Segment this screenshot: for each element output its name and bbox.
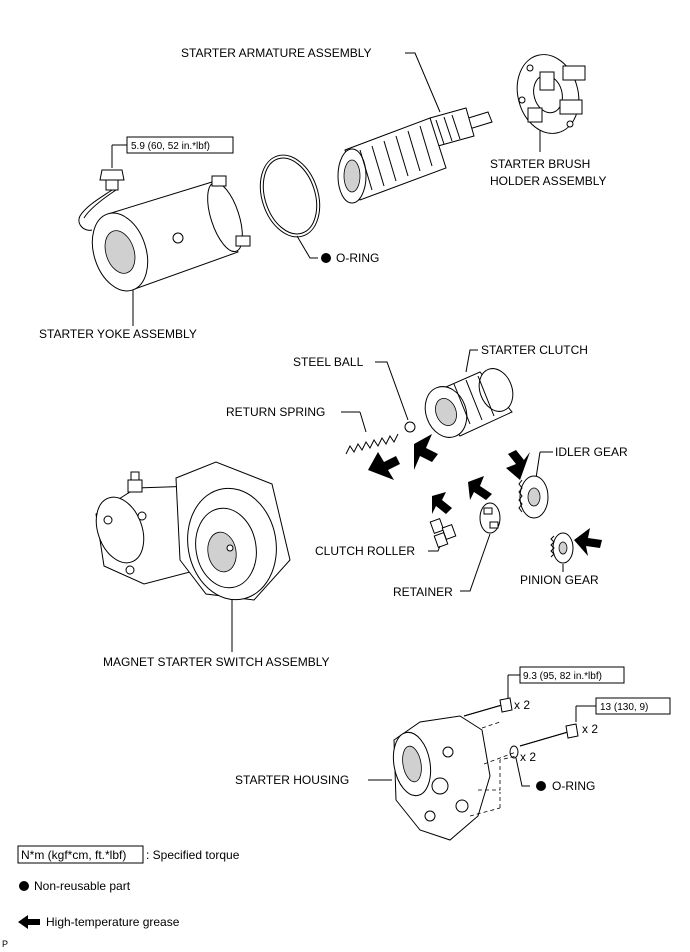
clutch-roller-label: CLUTCH ROLLER <box>315 544 415 558</box>
grease-arrow-steel-ball <box>414 434 438 470</box>
starter-housing: 9.3 (95, 82 in.*lbf) x 2 13 (130, 9) x 2… <box>235 666 671 841</box>
starter-armature-assembly: STARTER ARMATURE ASSEMBLY <box>181 46 493 204</box>
idler-gear-label: IDLER GEAR <box>555 445 628 459</box>
idler-gear: IDLER GEAR <box>506 445 628 519</box>
qty-right-bolt: x 2 <box>582 722 598 736</box>
grease-arrow-clutch-roller <box>432 492 452 514</box>
yoke-label: STARTER YOKE ASSEMBLY <box>39 327 197 341</box>
grease-arrow-pinion-gear <box>574 528 602 556</box>
torque-housing-bolt-upper: 9.3 (95, 82 in.*lbf) <box>523 671 602 682</box>
return-spring: RETURN SPRING <box>226 405 400 480</box>
starter-clutch-label: STARTER CLUTCH <box>481 343 588 357</box>
legend-torque-text: : Specified torque <box>146 848 240 862</box>
return-spring-label: RETURN SPRING <box>226 405 325 419</box>
torque-yoke-nut: 5.9 (60, 52 in.*lbf) <box>131 141 210 152</box>
qty-o-ring: x 2 <box>520 750 536 764</box>
grease-arrow-retainer <box>468 476 492 500</box>
legend-non-reusable-dot <box>19 881 29 891</box>
torque-housing-bolt-right: 13 (130, 9) <box>600 702 648 713</box>
legend-grease-arrow <box>18 915 40 929</box>
armature-label: STARTER ARMATURE ASSEMBLY <box>181 46 372 60</box>
grease-arrow-return-spring <box>368 452 400 480</box>
steel-ball: STEEL BALL <box>293 355 438 470</box>
pinion-gear-label: PINION GEAR <box>520 573 599 587</box>
starter-clutch: STARTER CLUTCH <box>424 343 588 438</box>
starter-brush-holder-assembly: STARTER BRUSH HOLDER ASSEMBLY <box>490 54 606 188</box>
magnet-switch-label: MAGNET STARTER SWITCH ASSEMBLY <box>103 655 329 669</box>
non-reusable-mark-o-ring-bottom <box>536 781 546 791</box>
brush-holder-label-1: STARTER BRUSH <box>490 157 590 171</box>
o-ring-bottom-label: O-RING <box>552 779 595 793</box>
grease-arrow-idler-gear <box>506 450 530 480</box>
legend-torque-box: N*m (kgf*cm, ft.*lbf) <box>21 848 126 862</box>
qty-upper-bolt: x 2 <box>514 698 530 712</box>
o-ring-top-label: O-RING <box>336 251 379 265</box>
starter-housing-label: STARTER HOUSING <box>235 773 349 787</box>
brush-holder-label-2: HOLDER ASSEMBLY <box>490 174 606 188</box>
non-reusable-mark-o-ring-top <box>321 253 331 263</box>
retainer-label: RETAINER <box>393 585 453 599</box>
starter-yoke-assembly: 5.9 (60, 52 in.*lbf) STARTER YOKE ASSEMB… <box>39 136 251 341</box>
steel-ball-label: STEEL BALL <box>293 355 364 369</box>
legend: N*m (kgf*cm, ft.*lbf) : Specified torque… <box>2 845 240 949</box>
legend-grease: High-temperature grease <box>46 915 180 929</box>
pinion-gear: PINION GEAR <box>520 528 602 587</box>
magnet-starter-switch-assembly: MAGNET STARTER SWITCH ASSEMBLY <box>95 461 329 669</box>
corner-mark: P <box>2 939 8 949</box>
clutch-roller: CLUTCH ROLLER <box>315 492 457 558</box>
o-ring-top: O-RING <box>259 154 379 265</box>
retainer: RETAINER <box>393 476 501 599</box>
legend-non-reusable: Non-reusable part <box>34 879 131 893</box>
